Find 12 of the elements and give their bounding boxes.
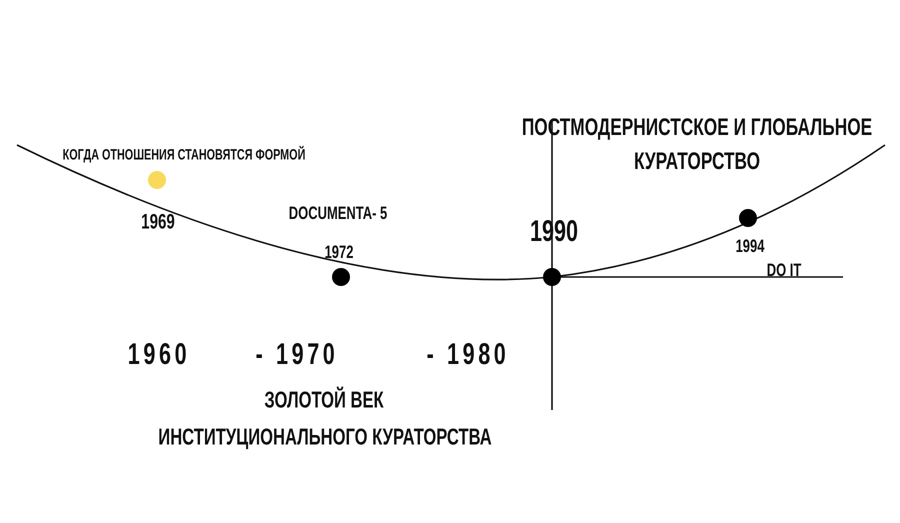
section-heading: КУРАТОРСТВО — [634, 150, 760, 174]
year-label: 1972 — [324, 243, 354, 261]
year-label: 1994 — [736, 237, 764, 255]
decade-label: 1960 — [128, 340, 190, 370]
event-label: DO IT — [766, 261, 802, 279]
event-label: КОГДА ОТНОШЕНИЯ СТАНОВЯТСЯ ФОРМОЙ — [62, 148, 306, 162]
year-label: 1969 — [141, 212, 175, 232]
decade-label: - 1980 — [426, 340, 510, 370]
decade-label: - 1970 — [256, 340, 338, 370]
section-heading: ИНСТИТУЦИОНАЛЬНОГО КУРАТОРСТВА — [158, 426, 492, 448]
event-label: DOCUMENTA- 5 — [288, 204, 388, 222]
section-heading: ЗОЛОТОЙ ВЕК — [264, 388, 384, 412]
